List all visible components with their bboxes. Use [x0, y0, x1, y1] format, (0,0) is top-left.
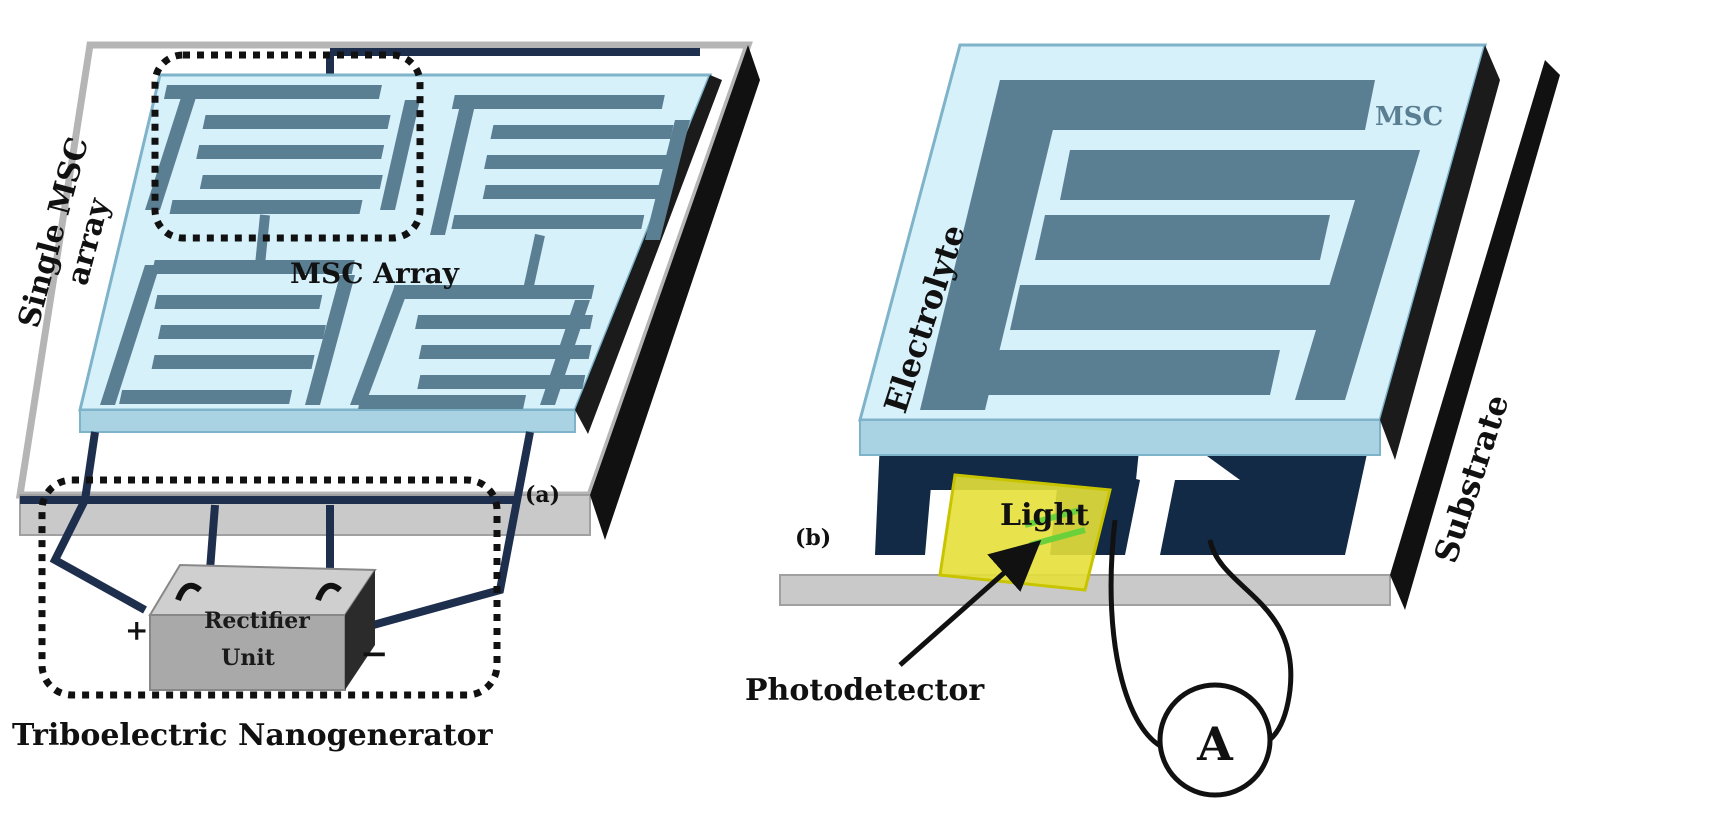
electrode-finger-1	[990, 80, 1375, 130]
electrode-spine-left	[920, 80, 1065, 410]
substrate-side-a	[590, 45, 760, 540]
photodetector-device: Light	[938, 473, 1112, 592]
panel-b-tag: (b)	[795, 525, 831, 551]
minus-sign: −	[360, 634, 389, 674]
panel-a-tag: (a)	[525, 482, 560, 508]
msc-array-label: MSC Array	[290, 257, 460, 290]
rectifier-side	[345, 570, 375, 690]
msc-unit-bottom-left	[100, 260, 355, 405]
plus-sign: +	[125, 614, 148, 647]
electrolyte-front-a	[79, 409, 576, 433]
rectifier-wave-right-icon	[315, 582, 342, 602]
electrode-finger-4	[1010, 285, 1345, 330]
msc-label: MSC	[1375, 102, 1443, 132]
ammeter-icon	[1157, 682, 1273, 798]
msc-unit-bottom-right	[350, 285, 595, 409]
msc-electrode-large	[920, 80, 1420, 410]
panel-a: Rectifier Unit Single MSC array MSC Arra…	[12, 41, 760, 753]
photodetector-label: Photodetector	[745, 673, 985, 708]
link-vertical-left	[255, 214, 270, 266]
teng-label: Triboelectric Nanogenerator	[12, 718, 494, 753]
panel-b: Light A MSC Electrolyte Substrate (b) Ph…	[745, 43, 1560, 798]
rectifier-wave-left-icon	[175, 582, 202, 602]
rectifier-label-2: Unit	[221, 645, 276, 671]
substrate-side-b	[1390, 60, 1560, 610]
rectifier-unit: Rectifier Unit	[148, 563, 377, 691]
electrode-spine-right	[1295, 150, 1420, 400]
ammeter-label: A	[1196, 717, 1234, 771]
light-label: Light	[1000, 498, 1089, 533]
electrolyte-front-b	[859, 419, 1381, 456]
electrode-finger-5	[985, 350, 1280, 395]
msc-unit-top-right	[430, 95, 690, 240]
electrode-finger-3	[1035, 215, 1330, 260]
photodetector-arrow	[898, 540, 1042, 667]
substrate-front-a	[19, 494, 591, 536]
msc-unit-top-left	[145, 85, 420, 214]
electrolyte-side-b	[1380, 45, 1500, 460]
link-vertical-right	[523, 233, 545, 292]
ammeter-wire-right	[1207, 539, 1294, 748]
electrolyte-side-a	[575, 75, 722, 434]
teng-highlight	[38, 476, 501, 699]
single-msc-highlight	[151, 51, 424, 242]
ammeter-wire-left	[1108, 519, 1171, 753]
electrode-finger-2	[1060, 150, 1420, 200]
right-contact-pad	[1160, 440, 1370, 555]
rectifier-label-1: Rectifier	[204, 608, 310, 634]
photodetector-body	[938, 473, 1112, 592]
